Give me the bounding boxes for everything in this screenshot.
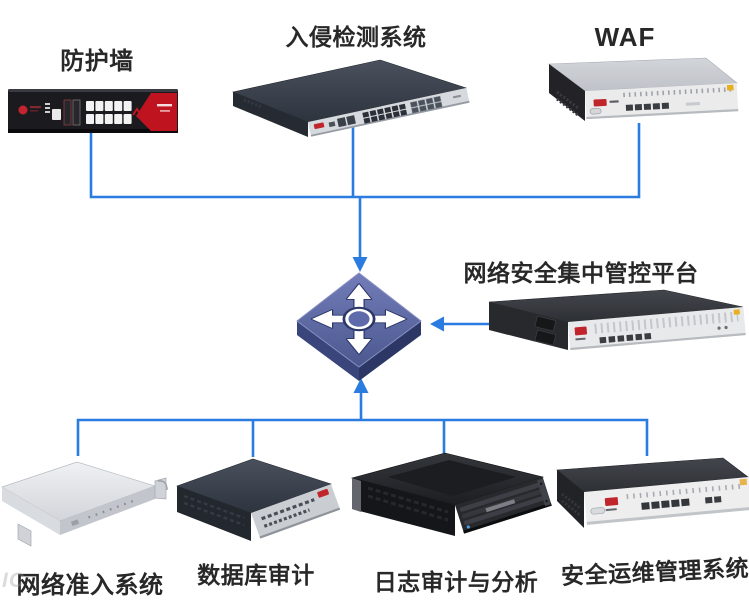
db-audit-device-image xyxy=(176,458,341,541)
arrowhead-left-icon xyxy=(430,316,444,332)
db-audit-logo-icon xyxy=(317,488,330,498)
photo-watermark: IC xyxy=(2,569,25,592)
connector-top-bus xyxy=(89,123,641,199)
label-access: 网络准入系统 xyxy=(16,572,164,599)
sec-ops-device-image xyxy=(556,457,749,528)
waf-sticker-icon xyxy=(726,84,734,91)
ids-device-image xyxy=(231,59,470,137)
waf-logo-icon xyxy=(593,98,607,107)
connector-bottom-bus xyxy=(76,418,649,456)
label-log-audit: 日志审计与分析 xyxy=(373,569,539,595)
ids-logo-icon xyxy=(313,122,325,130)
arrowhead-up-icon xyxy=(353,378,369,393)
firewall-logo-icon xyxy=(18,105,28,115)
arrowhead-down-icon xyxy=(352,257,368,272)
label-ids: 入侵检测系统 xyxy=(285,24,427,50)
log-audit-device-image xyxy=(350,452,552,536)
label-platform: 网络安全集中管控平台 xyxy=(463,260,699,286)
waf-device-image xyxy=(548,57,739,121)
label-waf: WAF xyxy=(594,22,656,52)
platform-device-image xyxy=(488,289,746,351)
platform-sticker-icon xyxy=(733,309,740,315)
connector-arrowheads xyxy=(352,257,444,393)
platform-logo-icon xyxy=(574,326,588,336)
access-device-image xyxy=(1,461,168,547)
switch-icon xyxy=(296,272,422,381)
sec-ops-sticker-icon xyxy=(739,478,748,486)
label-firewall: 防护墙 xyxy=(60,48,134,75)
firewall-device-image xyxy=(8,89,178,133)
label-db-audit: 数据库审计 xyxy=(197,562,315,588)
connector-lines xyxy=(76,123,649,457)
sec-ops-logo-icon xyxy=(604,497,619,507)
